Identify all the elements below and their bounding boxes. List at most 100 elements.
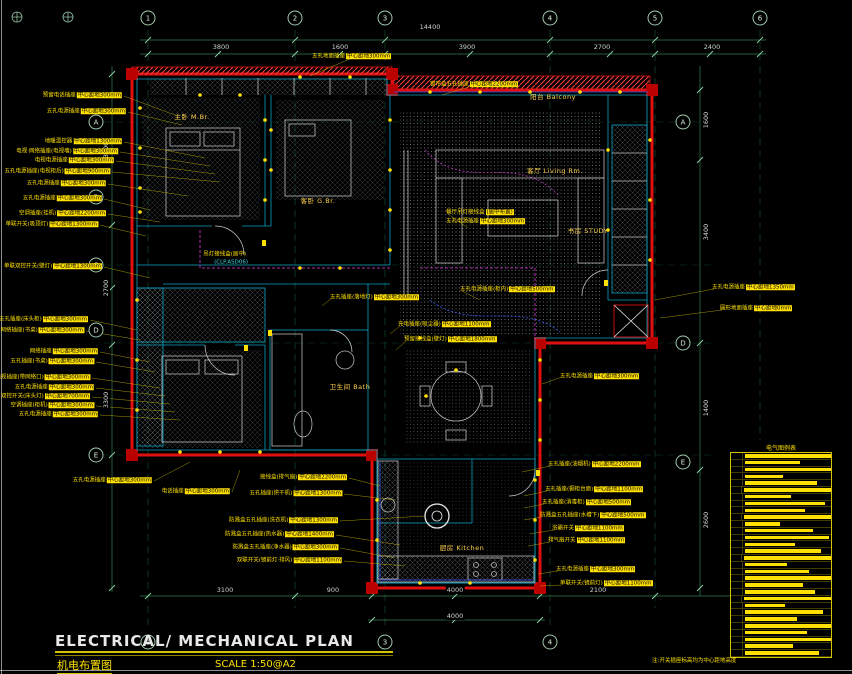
legend-row <box>731 467 831 474</box>
dimension-text: 1600 <box>702 110 710 130</box>
title-underline <box>55 651 393 653</box>
annotation-height-value: 中心距地300mm <box>56 195 102 202</box>
annotation-height-value: 中心距地300mm <box>48 402 94 409</box>
annotation-label: 五孔电源插座中心距地300mm <box>73 477 152 484</box>
leader-lines <box>85 57 723 587</box>
annotation-height-value: 中心距地1300mm <box>73 138 122 145</box>
grid-bubble: D <box>88 322 104 338</box>
annotation-label: 墙壁五孔插座(床头柜)中心距地300mm <box>0 316 88 323</box>
annotation-height-value: 中心距地300mm <box>594 373 640 380</box>
dimension-text: 1400 <box>702 398 710 418</box>
annotation-height-value: 中心距地300mm <box>346 53 392 60</box>
annotation-text: 圆形地面插座 <box>720 305 754 312</box>
annotation-height-value: (居中布置) <box>485 209 514 216</box>
annotation-label: 电视电源插座中心距地300mm <box>35 157 114 164</box>
annotation-text: 双联开关(镜前灯·排风) <box>236 557 293 564</box>
annotation-text: 五孔电源插座 <box>14 384 48 391</box>
annotation-text: 五孔插座(橱柜台面) <box>545 486 594 493</box>
door-swings <box>204 225 609 497</box>
annotation-label: 单联双控开关(壁灯)中心距地1300mm <box>4 263 102 270</box>
annotation-height-value: 中心距地1400mm <box>285 531 334 538</box>
legend-bar <box>744 488 831 492</box>
legend-row <box>731 514 831 521</box>
room-label: 客卧 G.Br. <box>300 197 336 205</box>
dimension-text: 4000 <box>445 586 465 594</box>
furniture <box>161 78 647 583</box>
dimension-text: 2100 <box>588 586 608 594</box>
legend-row <box>731 603 831 610</box>
annotation-label: 五孔电源插座中心距地300mm <box>446 218 526 225</box>
grid-bubble: 2 <box>287 10 303 26</box>
annotation-height-value: 中心距地300mm <box>80 108 126 115</box>
annotation-height-value: 中心距地500mm <box>509 286 555 293</box>
legend-bar <box>745 549 821 553</box>
annotation-text: 五孔电源插座 <box>712 284 746 291</box>
annotation-label: 五孔插座(书桌)中心距地300mm <box>10 358 94 365</box>
legend-bar <box>744 576 831 580</box>
annotation-height-value: 中心距地1350mm <box>746 284 795 291</box>
socket-symbols <box>135 75 652 585</box>
wiring-circuits <box>199 91 648 581</box>
annotation-height-value: 中心距地500mm <box>600 512 646 519</box>
annotation-label: 吊灯接线盒(居中) <box>203 252 246 258</box>
sheet-frame-left <box>1 0 2 674</box>
annotation-label: 预留电话插座中心距地300mm <box>42 92 122 99</box>
drawing-title: ELECTRICAL/ MECHANICAL PLAN <box>55 632 354 650</box>
annotation-height-value: 中心距地2200mm <box>57 210 106 217</box>
dimension-text: 4000 <box>445 612 465 620</box>
legend-row <box>731 460 831 467</box>
annotation-text: 五孔电源插座 <box>556 566 590 573</box>
annotation-height-value: 中心距地1100mm <box>293 557 342 564</box>
annotation-text: 接线盒(排气扇) <box>259 474 298 481</box>
annotation-label: 五孔电源插座中心距地300mm <box>47 108 126 115</box>
dimension-text: 3100 <box>215 586 235 594</box>
annotation-label: 五孔电源插座中心距地1350mm <box>712 284 795 291</box>
legend-row <box>731 575 831 583</box>
annotation-label: 排气扇开关中心距地1100mm <box>548 537 626 544</box>
annotation-height-value: 中心距地300mm <box>292 544 338 551</box>
annotation-label: 网络插座中心距地300mm <box>30 348 98 355</box>
annotation-height-value: 中心距地2200mm <box>469 81 519 88</box>
legend-row <box>731 507 831 515</box>
legend-bar <box>745 460 800 465</box>
annotation-label: 五孔插座(落地灯)中心距地300mm <box>330 294 420 301</box>
legend-row <box>731 650 831 657</box>
annotation-text: 五孔插座(烘干机) <box>249 490 293 497</box>
dimension-text: 3800 <box>211 43 231 51</box>
legend-row <box>731 555 831 562</box>
legend-row <box>731 501 831 508</box>
annotation-label: 五孔插座(油烟机)中心距地2200mm <box>548 461 641 468</box>
annotation-label: 五孔电源插座(柜内)中心距地500mm <box>460 286 555 293</box>
dimension-text: 3900 <box>457 43 477 51</box>
legend-table: 电气图例表 <box>730 445 832 658</box>
title-underline-2 <box>55 655 393 656</box>
annotation-label: 五孔电源插座中心距地300mm <box>560 373 640 380</box>
annotation-text: 双控开关(床头灯) <box>0 393 44 400</box>
annotation-height-value: 中心距地900mm <box>64 168 110 175</box>
legend-bar <box>745 583 803 587</box>
annotation-label: 接线盒(排气扇)中心距地2200mm <box>259 474 347 481</box>
legend-row <box>731 582 831 589</box>
annotation-label: 电视·网络插座(电视墙)中心距地300mm <box>16 148 118 155</box>
legend-row <box>731 521 831 528</box>
legend-row <box>731 535 831 542</box>
annotation-label: 单联开关(吸顶灯)中心距地1300mm <box>5 221 98 228</box>
annotation-height-value: 中心距地300mm <box>480 218 526 225</box>
legend-row <box>731 630 831 637</box>
annotation-text: 吊灯接线盒(居中) <box>203 251 246 258</box>
annotation-height-value: 中心距地1100mm <box>575 525 624 532</box>
grid-bubble: E <box>675 454 691 470</box>
legend-row <box>731 494 831 501</box>
grid-bubble: 3 <box>377 10 393 26</box>
annotation-text: 预留电话插座 <box>42 92 76 99</box>
grid-bubble: D <box>675 335 691 351</box>
annotation-text: 充电插座(吸尘器) <box>398 321 441 328</box>
annotation-text: 地暖温控器 <box>44 138 73 145</box>
room-label: 卫生间 Bath <box>329 383 371 391</box>
annotation-height-value: 中心距地1300mm <box>53 263 102 270</box>
legend-bar <box>745 569 809 574</box>
annotation-label: 五孔电源插座(电视柜后)中心距地900mm <box>4 168 110 175</box>
annotation-height-value: 中心距地500mm <box>585 499 632 506</box>
annotation-label: 地暖温控器中心距地1300mm <box>44 138 122 145</box>
reference-symbols <box>11 11 74 23</box>
